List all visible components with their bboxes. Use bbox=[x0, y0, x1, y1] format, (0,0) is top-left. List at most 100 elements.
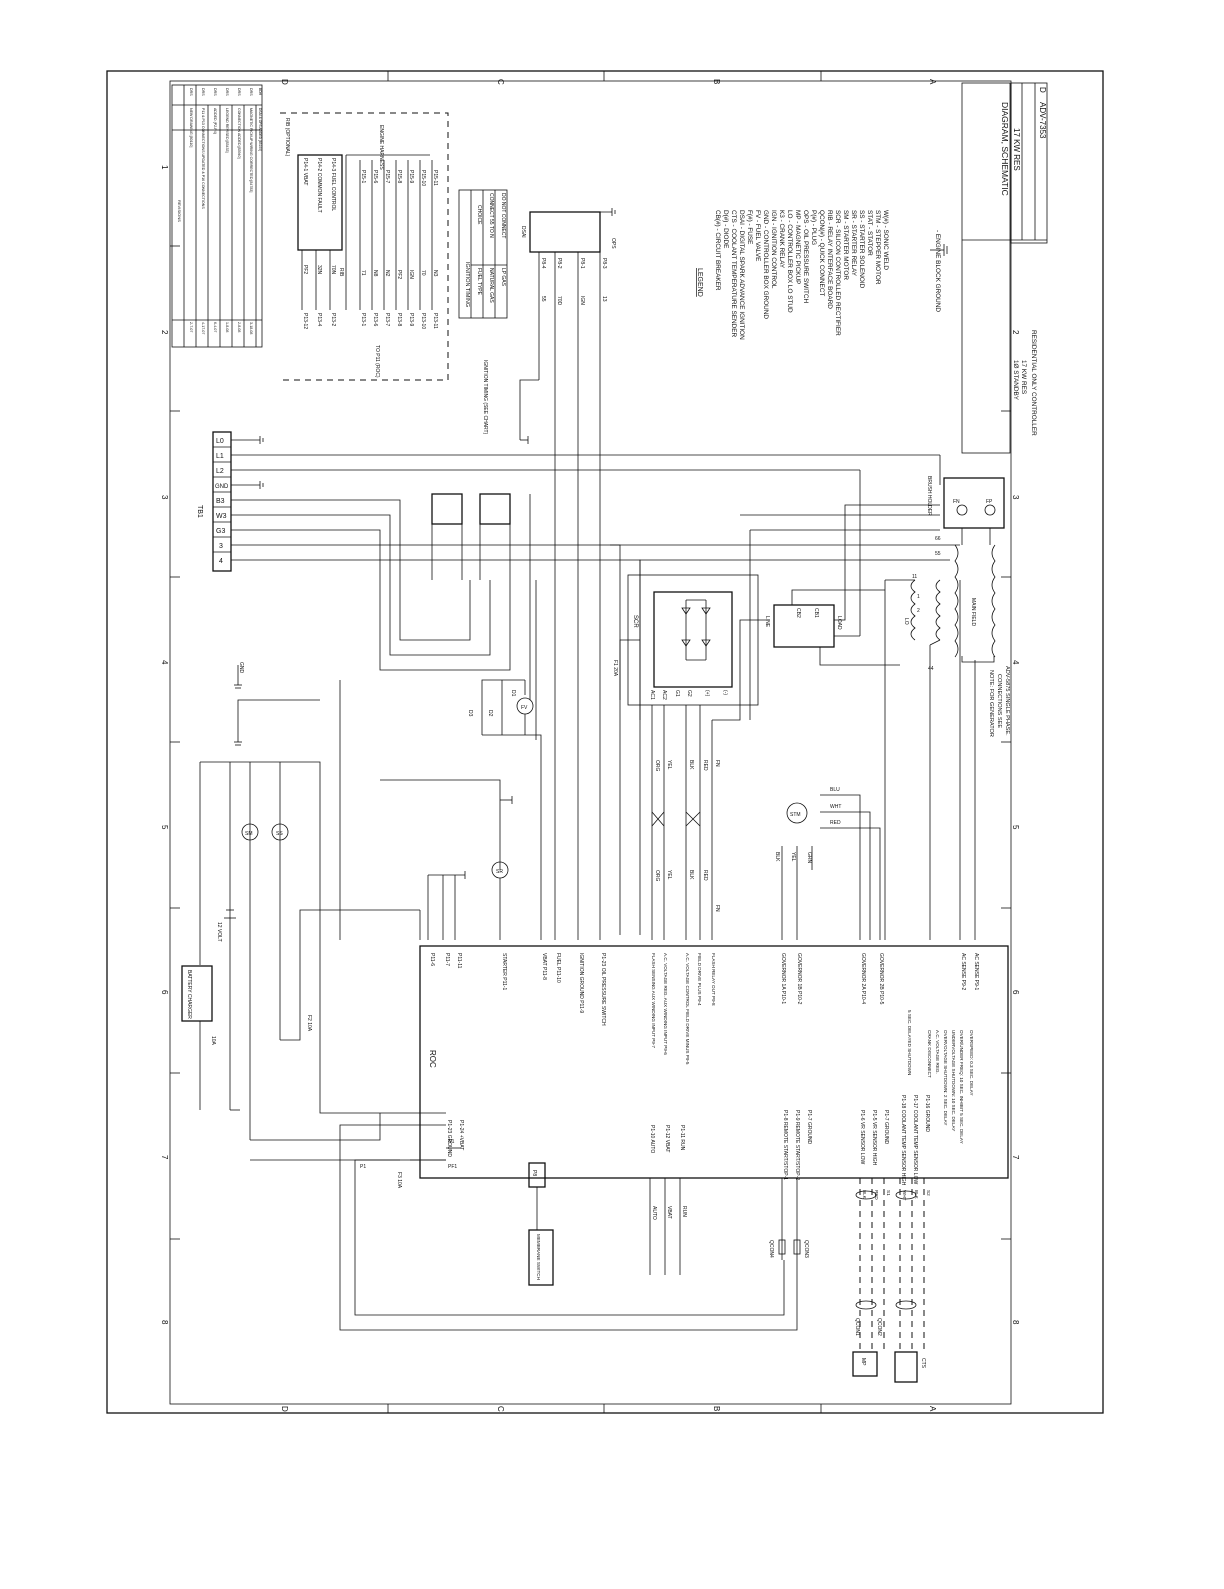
rev-by: DRS bbox=[225, 88, 229, 96]
wire-color: FN bbox=[714, 905, 720, 912]
bottom-wire: BLK bbox=[862, 1190, 867, 1200]
diode-label: D2 bbox=[487, 710, 493, 717]
roc-pin: STARTER P11-1 bbox=[501, 953, 507, 990]
zone-l-4: 4 bbox=[160, 660, 169, 665]
roc-pin: P1-11 RUN bbox=[679, 1125, 685, 1151]
side-title-line2: 17 KW RES bbox=[1020, 360, 1027, 394]
ign-cell: NATURAL GAS bbox=[488, 268, 494, 303]
wire-color: ORG bbox=[654, 870, 660, 882]
bottom-wire: WHT bbox=[902, 1190, 907, 1201]
tb1-term: B3 bbox=[216, 498, 225, 505]
rev-by: DRS bbox=[201, 88, 205, 96]
p13-wire: N2 bbox=[384, 270, 390, 277]
legend-item: QCON(#) - QUICK CONNECT bbox=[818, 210, 825, 296]
rev-row: ADDED (P2-P4) bbox=[213, 108, 217, 134]
rib-section: RIB (OPTIONAL) RIB P14-1 VBAT P14-2 COMM… bbox=[280, 112, 449, 381]
rev-row: CONNECTION ADDED [83940] bbox=[237, 108, 241, 159]
roc-note: UNDERVOLTAGE SHUTDOWN: 10 SEC. DELAY bbox=[951, 1030, 956, 1131]
rev-date: 2-8-08 bbox=[237, 322, 241, 332]
tb1-term: 4 bbox=[219, 558, 223, 565]
roc-pin: FLASH RELAY OUT P9-8 bbox=[711, 953, 716, 1006]
p13-wire: PF2 bbox=[396, 270, 402, 279]
roc-pin: FLASH SENSING AUX WINDING INPUT P9-7 bbox=[651, 953, 656, 1048]
p15-pin: P15-1 bbox=[360, 170, 366, 184]
legend-item: SS - STARTER SOLENOID bbox=[858, 210, 865, 289]
side-title-line3: RESIDENTIAL ONLY CONTROLLER bbox=[1030, 330, 1037, 436]
bottom-wire: RUN bbox=[681, 1206, 687, 1217]
roc-pin: P1-10 AUTO bbox=[649, 1125, 655, 1153]
engine-harness-label: ENGINE HARNESS bbox=[378, 125, 384, 170]
dsai-section: DSAI P8-4 P8-2 P8-1 P8-3 55 70D IGN 13 O… bbox=[482, 208, 616, 940]
qcon-label: QCON2 bbox=[876, 1318, 882, 1336]
roc-pin: P1-5 VR SENSOR HIGH bbox=[871, 1110, 877, 1166]
zone-ticks bbox=[170, 71, 1011, 1413]
bottom-wire: P1 bbox=[360, 1164, 366, 1170]
p13-wire: PF2 bbox=[302, 265, 308, 274]
fv-label: FV bbox=[521, 705, 528, 711]
legend-item: SR - STARTER RELAY bbox=[850, 210, 857, 277]
roc-pin: P1-24 +VBAT bbox=[458, 1120, 464, 1150]
tb1-term: W3 bbox=[216, 513, 227, 520]
roc-note: A.C. VOLTAGE REG. bbox=[935, 1030, 940, 1074]
ss-label: SS bbox=[276, 831, 283, 837]
dsai-pin: P8-2 bbox=[556, 258, 562, 269]
zone-top-a: A bbox=[928, 79, 937, 85]
zone-top-c: C bbox=[496, 79, 505, 85]
brush-holder-box bbox=[943, 477, 1005, 529]
bottom-wire: N1 bbox=[448, 1139, 455, 1145]
cb-line-label: LINE bbox=[764, 616, 770, 628]
roc-note: OVERSPEED: 0.3 SEC. DELAY bbox=[969, 1030, 974, 1096]
p13-wire: 32N bbox=[316, 265, 322, 275]
roc-note: CRANK DISCONNECT bbox=[927, 1030, 932, 1078]
wire-55: 55 bbox=[935, 551, 941, 557]
scr-section: SCR AC1 AC2 G1 G2 (+) (-) F1 20A ORG YEL… bbox=[610, 544, 960, 940]
wire-1: 1 bbox=[917, 594, 920, 600]
scr-box bbox=[653, 591, 733, 688]
rev-date: 1-8-08 bbox=[225, 322, 229, 332]
legend-item: STAT - STATOR bbox=[866, 210, 873, 256]
zone-l-5: 5 bbox=[160, 825, 169, 830]
scr-term: AC2 bbox=[661, 690, 667, 700]
rev-date: 3-18-08 bbox=[249, 322, 253, 334]
membrane-label: MEMBRANE SWITCH bbox=[536, 1234, 541, 1280]
wire-color: YEL bbox=[666, 870, 672, 880]
fp-label: FP bbox=[986, 499, 993, 505]
roc-pin: P11-11 bbox=[456, 953, 462, 969]
fuel-valve-section: FV D3 D2 D1 bbox=[467, 580, 542, 940]
roc-pin: AC SENSE P9-1 bbox=[973, 953, 979, 990]
roc-pin: P1-9 REMOTE START/STOP-2 bbox=[794, 1110, 800, 1180]
relay-boxes bbox=[431, 493, 531, 700]
roc-note: 5 SEC. DELAYED SHUTDOWN bbox=[907, 1010, 912, 1075]
rib-pin: P14-1 VBAT bbox=[302, 158, 308, 185]
ign-hdr: CHOICE bbox=[476, 205, 482, 225]
zone-r-4: 4 bbox=[1011, 660, 1020, 665]
scr-term: (+) bbox=[704, 690, 710, 697]
zone-r-8: 8 bbox=[1011, 1320, 1020, 1325]
drawing-number: ADV-7353 bbox=[1038, 102, 1047, 139]
legend-item: SM - STARTER MOTOR bbox=[842, 210, 849, 280]
dsai-wire: IGN bbox=[579, 296, 585, 305]
to-p11-label: TO P11 (ROC) bbox=[374, 345, 380, 378]
roc-pin: P1-6 VR SENSOR LOW bbox=[859, 1110, 865, 1164]
rev-row: DSAI & OPS ADDED [85100] bbox=[258, 108, 262, 151]
p13-pin: P13-11 bbox=[432, 313, 438, 329]
membrane-switch-box bbox=[528, 1229, 554, 1286]
cb-load-label: LOAD bbox=[836, 616, 842, 630]
roc-pin: P1-12 VBAT bbox=[664, 1125, 670, 1152]
lo-label: LO bbox=[903, 618, 909, 625]
wire-color: YEL bbox=[790, 852, 796, 862]
rev-row: LEGEND REVISED [83433] bbox=[225, 108, 229, 153]
zone-r-3: 3 bbox=[1011, 495, 1020, 500]
wire-color: BLK bbox=[688, 760, 694, 770]
roc-note: OVER/UNDER FREQ: 10 SEC. INHIBIT 5 SEC. … bbox=[959, 1030, 964, 1144]
zone-bot-c: C bbox=[496, 1406, 505, 1412]
p13-pin: P13-8 bbox=[396, 313, 402, 327]
tb1-term: L2 bbox=[216, 468, 224, 475]
roc-note: OVERVOLTAGE SHUTDOWN: 2 SEC. DELAY bbox=[943, 1030, 948, 1125]
ignition-title: IGNITION TIMING bbox=[464, 262, 470, 307]
note: NOTE: FOR GENERATOR CONNECTIONS SEE ADV-… bbox=[988, 666, 1010, 737]
qcon-label: QCON4 bbox=[768, 1240, 774, 1258]
roc-pin: GOVERNOR 2A P10-4 bbox=[860, 953, 866, 1004]
